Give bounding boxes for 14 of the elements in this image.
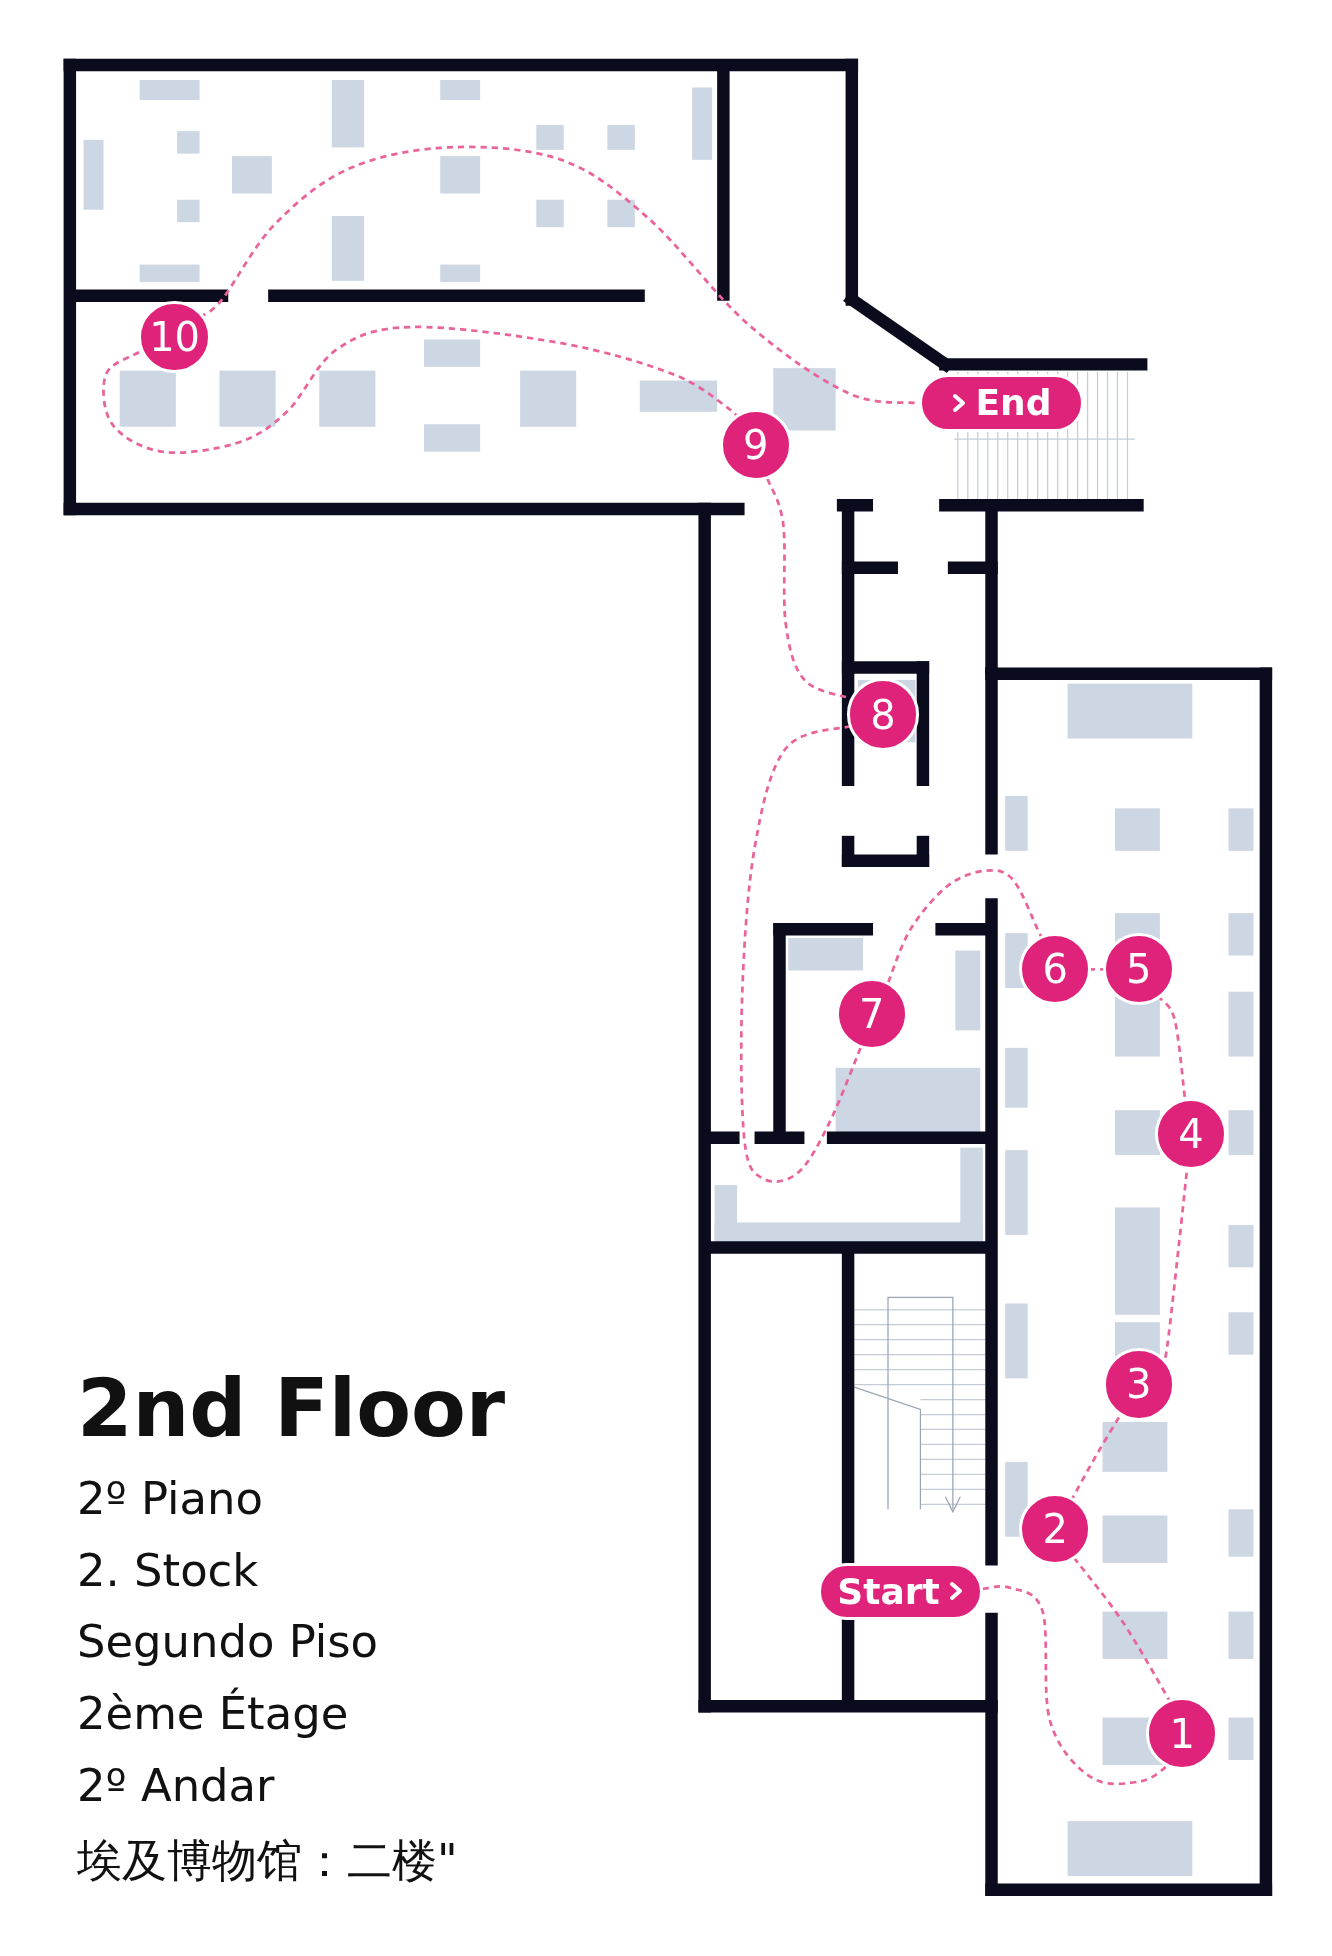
floor-title: 2nd Floor	[77, 1361, 506, 1455]
floor-name-text: 2º Piano	[77, 1471, 263, 1525]
pill-label: End	[975, 382, 1052, 424]
number-marker: 10	[138, 300, 211, 373]
floor-name-text: 2. Stock	[77, 1543, 259, 1597]
pill-label: Start	[837, 1570, 940, 1612]
route-pill	[919, 374, 1084, 432]
number-marker: 5	[1102, 932, 1175, 1006]
route-line	[102, 325, 739, 454]
floor-name-text: 埃及博物馆：二楼"	[77, 1832, 458, 1889]
floor-name-text: 2ème Étage	[77, 1687, 349, 1741]
route-line	[739, 724, 864, 1183]
floor-name-text: 2º Andar	[77, 1759, 275, 1813]
floor-name-text: Segundo Piso	[77, 1615, 379, 1669]
